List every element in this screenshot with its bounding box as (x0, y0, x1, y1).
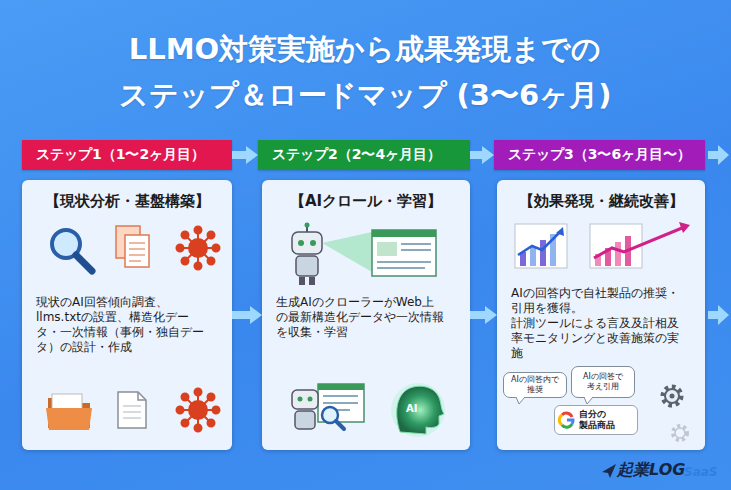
search-result-box: 自分の 製品商品 (554, 405, 638, 435)
folder-icon (46, 394, 92, 430)
step-card: 【AIクロール・学習】生成AIのクローラーがWeb上 の最新構造化データや一次情… (262, 180, 470, 450)
logo-plane (602, 464, 616, 478)
step-card: 【効果発現・継続改善】 AIの回答内で自社製品の推奨・ 引用を獲得。 計測ツールに… (497, 180, 705, 450)
bubble-tail-shape (584, 397, 593, 404)
ai-head-icon (391, 383, 445, 437)
google-logo (559, 413, 573, 427)
step-label: ステップ3（3〜6ヶ月目〜） (508, 146, 691, 164)
card-body: 生成AIのクローラーがWeb上 の最新構造化データや一次情報 を収集・学習 (276, 295, 456, 340)
step-band: ステップ1（1〜2ヶ月目） (22, 140, 232, 170)
bubble-tail (584, 397, 594, 404)
trail-arrow (708, 305, 729, 325)
logo-text: SaaS (684, 465, 717, 479)
trail-arrow (708, 145, 729, 165)
speech-bubble: AIの回答で 考え引用 (571, 366, 635, 398)
step-band: ステップ2（2〜4ヶ月目） (258, 140, 470, 170)
card-heading: 【現状分析・基盤構築】 (22, 192, 232, 211)
step-label: ステップ1（1〜2ヶ月目） (36, 146, 205, 164)
gear-icon (673, 426, 687, 440)
flow-arrow (232, 306, 262, 324)
document-icon (116, 226, 149, 267)
network-icon (177, 389, 220, 432)
bar-chart-icon (515, 224, 567, 268)
bubble-text: AIの回答で 考え引用 (572, 372, 634, 392)
bubble-text: 自分の 製品商品 (579, 409, 637, 431)
card-heading: 【AIクロール・学習】 (262, 192, 470, 211)
bubble-text: AIの回答内で 推奨 (504, 375, 566, 395)
card-body: 現状のAI回答傾向調査、 llms.txtの設置、構造化デー タ・一次情報（事例… (36, 295, 216, 355)
magnifier-icon (52, 230, 92, 271)
card-heading: 【効果発現・継続改善】 (497, 192, 705, 211)
card-body: AIの回答内で自社製品の推奨・ 引用を獲得。 計測ツールによる言及及計相及 率モ… (511, 286, 691, 361)
icon-label: AI (406, 403, 417, 414)
robot-icon (292, 223, 322, 286)
document-icon (118, 392, 146, 428)
step-label: ステップ2（2〜4ヶ月目） (272, 146, 441, 164)
logo-text: 起業LOG (617, 460, 685, 481)
step-card: 【現状分析・基盤構築】現状のAI回答傾向調査、 llms.txtの設置、構造化デ… (22, 180, 232, 450)
network-icon (177, 227, 220, 270)
speech-bubble: AIの回答内で 推奨 (503, 372, 567, 398)
growth-chart-icon (590, 222, 690, 268)
title: LLMO対策実施から成果発現までの ステップ＆ロードマップ (3〜6ヶ月) (85, 26, 645, 118)
bubble-tail (516, 397, 526, 404)
scan-beam (322, 232, 372, 272)
flow-arrow (470, 306, 497, 324)
flow-arrow (470, 146, 494, 164)
flow-arrow (232, 146, 258, 164)
webpage-icon (318, 384, 364, 422)
step-band: ステップ3（3〜6ヶ月目〜） (494, 140, 705, 170)
robot-icon (292, 390, 344, 429)
gear-icon (663, 387, 681, 405)
webpage-icon (372, 230, 436, 276)
bubble-tail-shape (516, 397, 525, 404)
